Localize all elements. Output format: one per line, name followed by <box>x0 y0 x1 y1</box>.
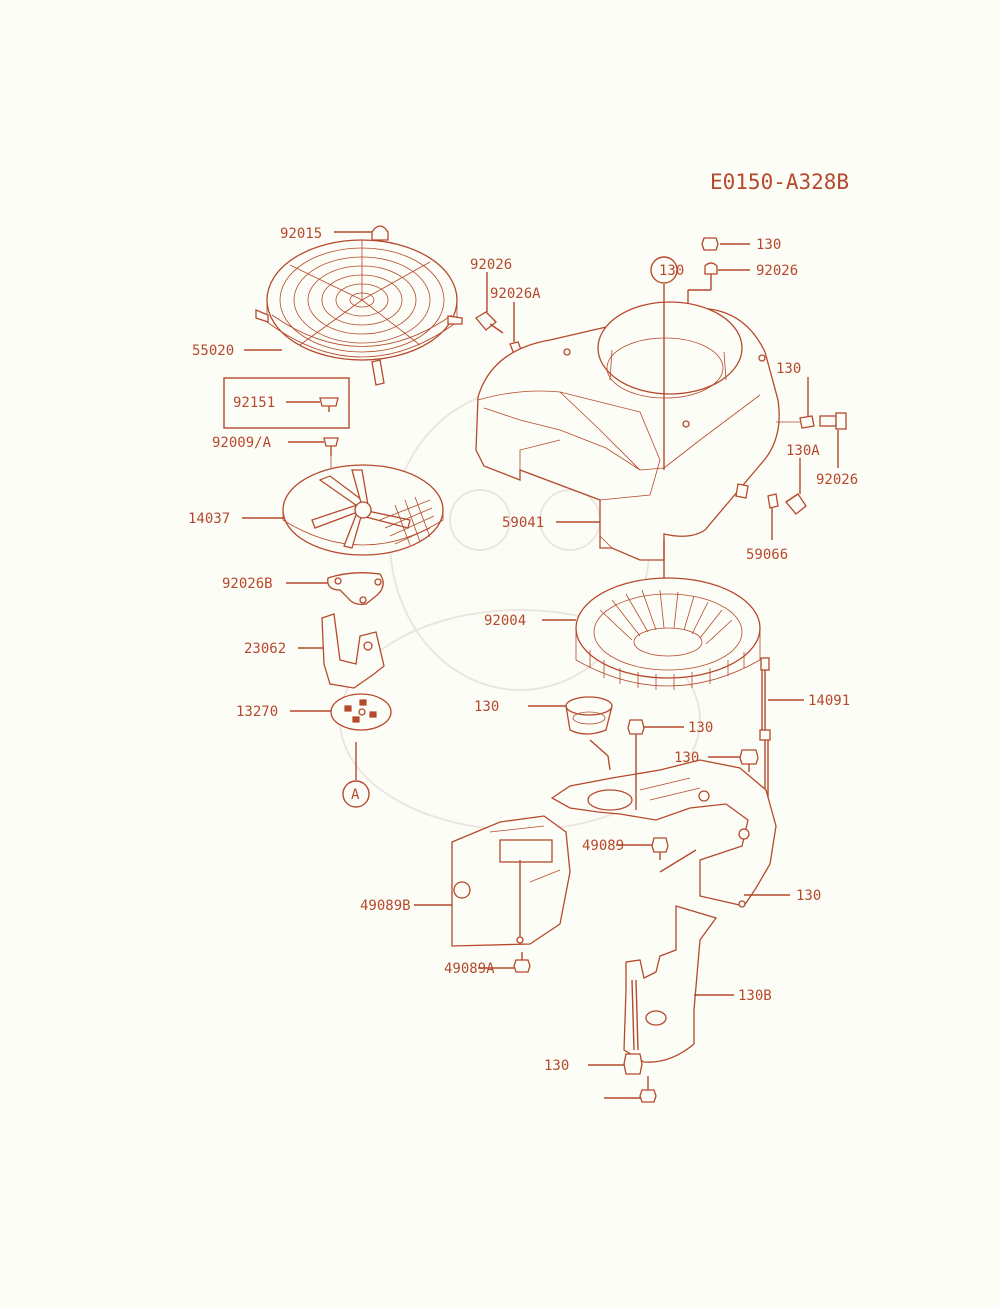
part-130-bottom-bolt-1 <box>513 952 531 973</box>
part-49089A-baffle <box>623 905 718 1063</box>
part-130A-bolt <box>819 412 847 430</box>
part-130-left-bolt <box>475 311 504 334</box>
callout-59041: 92004 <box>484 613 526 629</box>
part-92009A-screw <box>323 437 339 492</box>
part-130-right-bolt <box>785 493 807 515</box>
callout-55020: 55020 <box>192 343 234 359</box>
part-130-top-nut <box>701 237 719 251</box>
part-92026A-clip <box>776 415 815 429</box>
leader-lines <box>242 231 839 1099</box>
callout-130-left: 92026 <box>470 257 512 273</box>
guide-line-14091 <box>589 739 611 771</box>
callout-92026A: 130 <box>776 361 801 377</box>
callout-13270: 13270 <box>236 704 278 720</box>
flywheel-fins <box>589 589 745 690</box>
guide-line-bolt3 <box>659 849 697 873</box>
part-92026B-plate <box>327 572 384 606</box>
part-130-mid-bolt-1 <box>627 719 645 742</box>
callout-14091: 130 <box>474 699 499 715</box>
callout-92004: 14091 <box>808 693 850 709</box>
callout-refA1: A <box>351 787 360 803</box>
callout-130-right: 130A <box>786 443 820 459</box>
part-55020-screen <box>255 239 463 386</box>
callout-refA2: 130 <box>659 263 684 279</box>
part-92026-top-spacer <box>687 262 718 306</box>
callout-130-mid3: 49089 <box>582 838 624 854</box>
callout-49089B: 130 <box>796 888 821 904</box>
part-59041-flywheel <box>575 577 761 690</box>
part-130-mid-bolt-3 <box>651 837 669 860</box>
callout-92015: 92015 <box>280 226 322 242</box>
callout-23062: 23062 <box>244 641 286 657</box>
part-14091-cup <box>565 696 613 735</box>
callout-labels: 92015 55020 92151 92009/A 14037 92026B 2… <box>188 226 858 1074</box>
fan-mesh-pattern <box>379 496 435 546</box>
part-49089-baffle <box>451 815 571 947</box>
part-13270-plate <box>330 693 392 780</box>
part-14037-fan <box>282 464 444 556</box>
part-59066-blower-housing <box>475 301 780 561</box>
part-92151-screw <box>319 397 339 412</box>
callout-130-mid1: 130 <box>688 720 713 736</box>
part-130-bottom-bolt-2 <box>639 1076 657 1103</box>
callout-49089A: 130B <box>738 988 772 1004</box>
callout-130-mid2: 130 <box>674 750 699 766</box>
callout-59066: 59041 <box>502 515 544 531</box>
ref-circle-A-left: A <box>342 780 370 808</box>
callout-130-bot1: 49089A <box>444 961 495 977</box>
callout-130A: 92026 <box>816 472 858 488</box>
kit-box-92151 <box>223 377 350 429</box>
part-23062-bracket <box>321 613 385 689</box>
ref-circle-A-top: 130 <box>650 256 684 284</box>
diagram-code: E0150-A328B <box>710 170 849 194</box>
callout-92151: 92151 <box>233 395 275 411</box>
callout-92026B: 92026B <box>222 576 273 592</box>
callout-130B: 130 <box>544 1058 569 1074</box>
part-92026-right-spacer <box>735 483 779 509</box>
callout-130-top: 130 <box>756 237 781 253</box>
part-130B-bolt <box>623 1053 643 1075</box>
callout-92026-top: 92026 <box>756 263 798 279</box>
part-49089B-baffle <box>550 759 777 908</box>
callout-49089: 49089B <box>360 898 411 914</box>
callout-92026-left: 92026A <box>490 286 541 302</box>
part-130-mid-bolt-2 <box>739 749 759 772</box>
callout-14037: 14037 <box>188 511 230 527</box>
callout-92009A: 92009/A <box>212 435 272 451</box>
callout-92026-right: 59066 <box>746 547 788 563</box>
